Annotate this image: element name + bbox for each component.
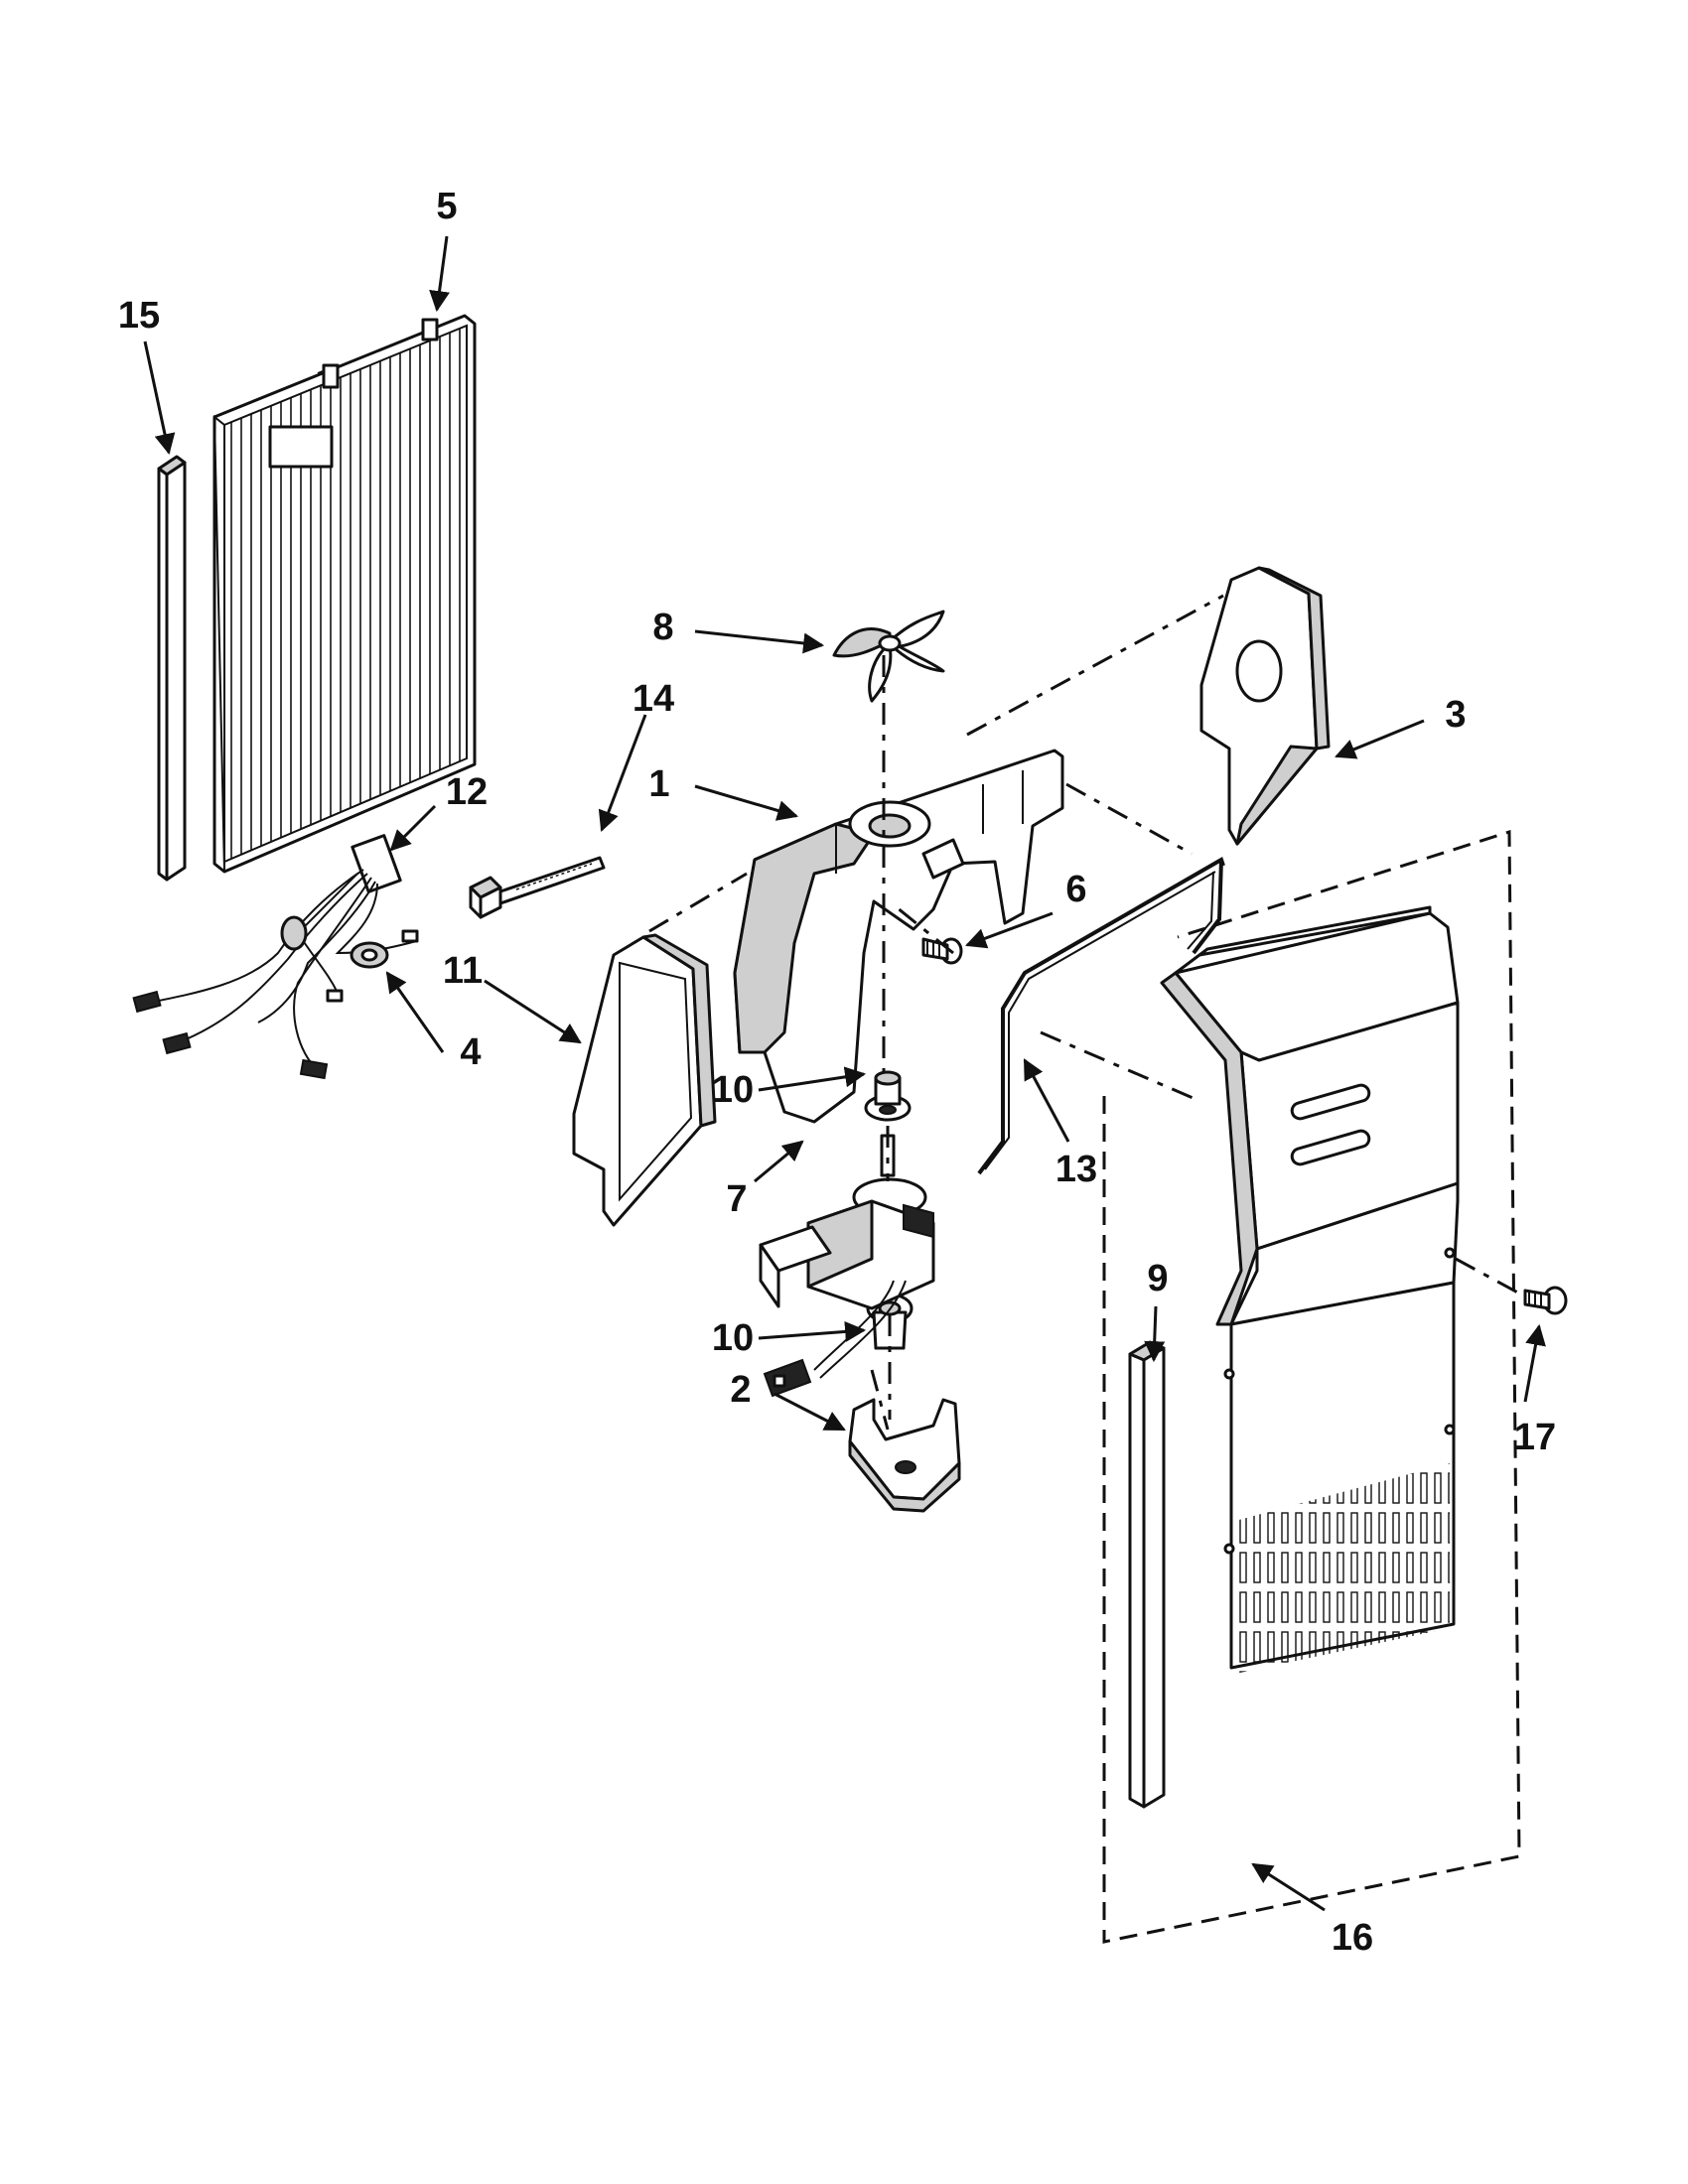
callout-8: 8 [652, 607, 673, 648]
part-2-motor-bracket [848, 1398, 961, 1513]
callout-4: 4 [460, 1031, 481, 1073]
callout-5: 5 [436, 186, 457, 227]
callout-labels: 1 2 3 4 5 6 7 8 9 10 10 11 12 13 14 15 1… [118, 186, 1556, 1959]
callout-2: 2 [730, 1369, 751, 1411]
part-12-wire-harness [132, 834, 419, 1080]
part-10-upper-bushing [864, 1070, 912, 1122]
part-16-duct-panel [1160, 905, 1460, 1674]
part-7-fan-motor [759, 1134, 935, 1398]
callout-15: 15 [118, 295, 160, 337]
callout-16: 16 [1332, 1917, 1373, 1959]
callout-1: 1 [648, 763, 669, 805]
part-4-grommet [350, 941, 389, 969]
part-1-fan-shroud [733, 749, 1064, 1124]
part-9-foam-strip [1128, 1340, 1166, 1809]
part-3-baffle [1199, 566, 1331, 846]
part-14-cable-tie [469, 856, 606, 919]
part-5-evaporator-cover [212, 314, 477, 874]
callout-11: 11 [443, 950, 483, 992]
part-15-strip [157, 455, 187, 882]
leader-lines [143, 235, 1546, 1912]
callout-9: 9 [1147, 1258, 1168, 1299]
alignment-lines [648, 594, 1526, 1944]
callout-14: 14 [633, 678, 674, 720]
part-13-wire-retainer [977, 857, 1225, 1175]
callout-13: 13 [1055, 1149, 1097, 1190]
part-17-screw [1523, 1286, 1568, 1315]
callout-17: 17 [1514, 1417, 1556, 1458]
callout-6: 6 [1065, 869, 1086, 910]
callout-3: 3 [1445, 694, 1466, 736]
callout-7: 7 [726, 1178, 747, 1220]
callout-12: 12 [446, 771, 488, 813]
callout-10-upper: 10 [712, 1069, 754, 1111]
part-11-baffle [572, 933, 717, 1227]
part-8-fan-blade [832, 610, 945, 703]
callout-10-lower: 10 [712, 1317, 754, 1359]
